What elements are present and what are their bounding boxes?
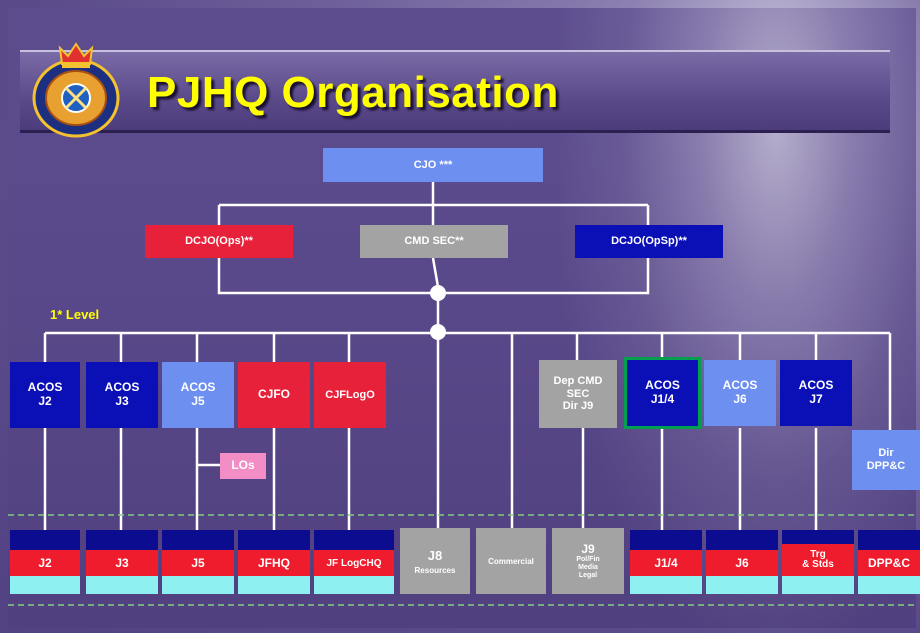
bottom-cell-j5: J5 <box>162 530 234 594</box>
bottom-cell-label: J2 <box>10 550 80 576</box>
bottom-cell-label: J3 <box>86 550 158 576</box>
node-cjo: CJO *** <box>323 148 543 182</box>
bottom-cell-jfhq: JFHQ <box>238 530 310 594</box>
bottom-cell-label: J8 <box>427 547 443 563</box>
bottom-cell-trg-stds: Trg & Stds <box>782 530 854 594</box>
junction-node-upper <box>430 285 446 301</box>
bottom-cell-label: JF LogCHQ <box>314 550 394 576</box>
bottom-cell-dppc: DPP&C <box>858 530 920 594</box>
bottom-cell-jflogchq: JF LogCHQ <box>314 530 394 594</box>
bottom-cell-j2: J2 <box>10 530 80 594</box>
bottom-cell-j9: J9 Pol/Fin Media Legal <box>552 528 624 594</box>
page-title: PJHQ Organisation <box>147 68 559 117</box>
pjhq-crest-icon <box>32 42 120 138</box>
junction-node-lower <box>430 324 446 340</box>
bottom-cell-j8: J8 Resources <box>400 528 470 594</box>
node-dcjo-ops: DCJO(Ops)** <box>145 225 293 258</box>
node-acos-j5: ACOS J5 <box>162 362 234 428</box>
bottom-cell-commercial: Commercial <box>476 528 546 594</box>
node-dep-cmd-sec: Dep CMD SEC Dir J9 <box>539 360 617 428</box>
bottom-cell-label: DPP&C <box>858 550 920 576</box>
node-cjflogo: CJFLogO <box>314 362 386 428</box>
bottom-cell-label: J9 <box>581 542 595 557</box>
node-los: LOs <box>220 453 266 479</box>
node-acos-j1-4: ACOS J1/4 <box>624 357 701 429</box>
bottom-cell-sublabel: Pol/Fin Media Legal <box>576 556 600 579</box>
node-acos-j3: ACOS J3 <box>86 362 158 428</box>
node-dcjo-opsp: DCJO(OpSp)** <box>575 225 723 258</box>
bottom-cell-label: Trg & Stds <box>782 544 854 576</box>
bottom-cell-j3: J3 <box>86 530 158 594</box>
bottom-cell-label: Commercial <box>488 556 534 566</box>
node-cjfo: CJFO <box>238 362 310 428</box>
bottom-cell-j6: J6 <box>706 530 778 594</box>
bottom-cell-label: J1/4 <box>630 550 702 576</box>
bottom-cell-label: JFHQ <box>238 550 310 576</box>
bottom-cell-label: J6 <box>706 550 778 576</box>
node-cmd-sec: CMD SEC** <box>360 225 508 258</box>
bottom-cell-label: J5 <box>162 550 234 576</box>
node-acos-j7: ACOS J7 <box>780 360 852 426</box>
node-acos-j2: ACOS J2 <box>10 362 80 428</box>
bottom-cell-sublabel: Resources <box>414 565 456 575</box>
bottom-cell-j1-4: J1/4 <box>630 530 702 594</box>
node-acos-j6: ACOS J6 <box>704 360 776 426</box>
level-label: 1* Level <box>50 307 100 322</box>
title-banner <box>20 50 890 133</box>
node-dir-dppc: Dir DPP&C <box>852 430 920 490</box>
